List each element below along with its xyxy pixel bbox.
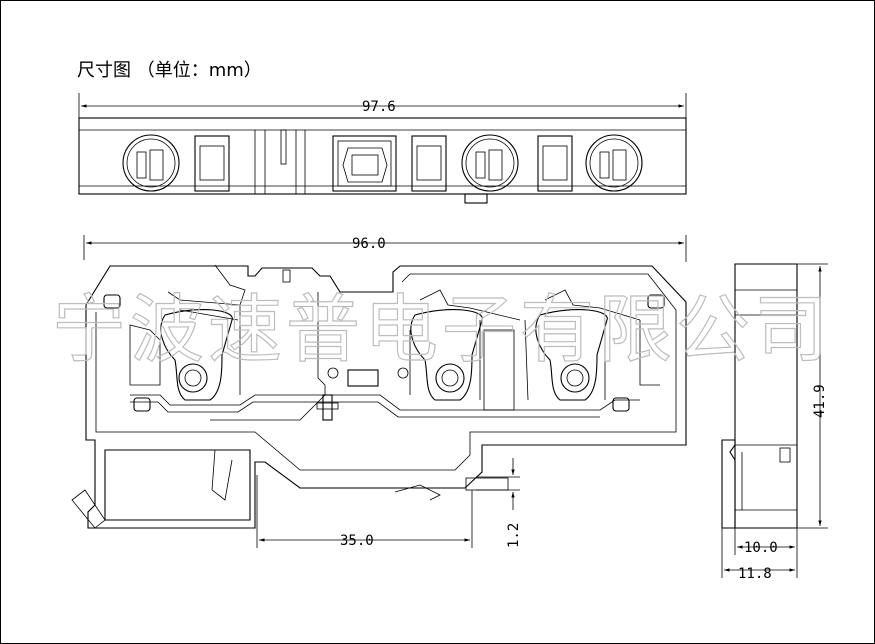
round-entry-2 [461, 134, 519, 192]
square-slot-2 [411, 135, 447, 192]
company-watermark: 宁波速普电子有限公司 [52, 287, 832, 373]
top-view: 97.6 [78, 93, 687, 204]
spring-clamp-3 [524, 289, 660, 401]
spring-clamp-1 [129, 264, 246, 401]
dim-depth-inner: 10.0 [744, 540, 778, 556]
dim-rail-width: 35.0 [340, 533, 374, 549]
dim-side-width: 96.0 [352, 236, 386, 252]
dim-rail-offset: 1.2 [506, 523, 522, 548]
round-entry-1 [122, 134, 180, 192]
drawing-title: 尺寸图 （单位：mm） [77, 60, 262, 81]
round-entry-3 [585, 134, 643, 192]
dim-depth-outer: 11.8 [738, 566, 772, 582]
spring-clamp-2 [409, 289, 521, 411]
square-slot-3 [537, 135, 573, 192]
square-slot-1 [194, 135, 230, 192]
bridge-window [332, 135, 397, 192]
dim-top-width: 97.6 [362, 99, 396, 115]
side-view: 96.0 [71, 235, 687, 549]
dim-height: 41.9 [812, 384, 828, 418]
end-view: 41.9 10.0 11.8 [721, 263, 828, 582]
